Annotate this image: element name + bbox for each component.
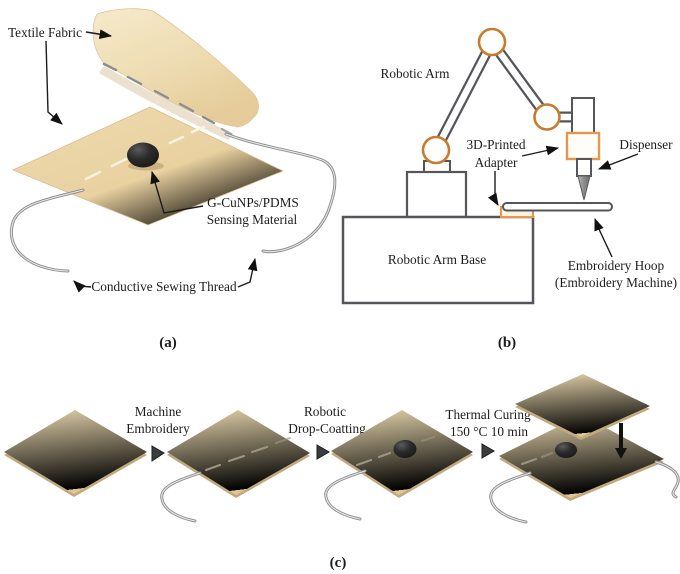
adapter-arrow-square [521, 145, 560, 157]
sensing-label-line2: Sensing Material [207, 212, 298, 227]
fold-shadow [99, 66, 234, 140]
fabric-step-1 [4, 410, 147, 497]
textile-arrow-bottom [45, 40, 63, 125]
press-down-arrow [615, 423, 627, 459]
hoop-arrow [594, 217, 613, 258]
step-arrow-2 [316, 444, 330, 460]
step1-label-line1: Machine [135, 404, 182, 419]
dispenser-needle [577, 175, 591, 201]
wrist-link [571, 97, 595, 134]
robotic-arm-base-box [341, 215, 535, 305]
joint-right [533, 103, 561, 131]
thread-label: Conductive Sewing Thread [91, 279, 237, 294]
robotic-arm-base-label: Robotic Arm Base [388, 252, 486, 267]
step3-label-line1: Thermal Curing [445, 407, 531, 422]
panel-c: Machine Embroidery Robotic Drop-Coatting [4, 374, 680, 571]
fabric-step-3 [324, 410, 473, 521]
dispenser-arrow [597, 153, 639, 170]
robot-arm-links [431, 38, 577, 153]
step3-label-line2: 150 °C 10 min [450, 424, 528, 439]
joint-top [477, 27, 507, 57]
arm-mount-box [405, 170, 468, 219]
adapter-label-line2: Adapter [475, 155, 518, 170]
textile-fabric-label: Textile Fabric [8, 25, 82, 40]
fabric-step-2 [160, 410, 310, 523]
blob-step-3 [393, 440, 417, 458]
thread-arrow-left [73, 280, 92, 293]
textile-arrow-top [85, 29, 113, 40]
step1-label-line2: Embroidery [126, 421, 190, 436]
adapter-square [565, 131, 601, 161]
adapter-label-line1: 3D-Printed [466, 137, 525, 152]
robotic-arm-label: Robotic Arm [380, 66, 450, 81]
fabric-step-4 [489, 374, 680, 524]
dispenser-body [576, 158, 592, 177]
embroidery-hoop [502, 202, 613, 212]
panel-a: Textile Fabric G-CuNPs/PDMS Sensing Mate… [8, 8, 337, 351]
conductive-thread-right [224, 132, 337, 254]
arm-joints [421, 27, 561, 165]
conductive-thread-left [10, 188, 85, 273]
step-arrow-3 [481, 443, 495, 459]
sensing-arrow [150, 170, 204, 214]
panel-c-letter: (c) [330, 555, 347, 571]
stitch-dashes-fold [102, 62, 233, 136]
step2-label-line2: Drop-Coatting [288, 421, 366, 436]
step-arrow-1 [151, 445, 165, 462]
sensing-label-line1: G-CuNPs/PDMS [207, 195, 299, 210]
panel-b-letter: (b) [498, 335, 516, 351]
joint-left [421, 135, 451, 165]
hoop-label-line1: Embroidery Hoop [568, 258, 665, 273]
adapter-arrow-hoop [487, 171, 499, 206]
sensing-material-blob [127, 142, 159, 168]
blob-step-4 [555, 442, 577, 458]
panel-b: Robotic Arm 3D-Printed Adapter Dispenser… [341, 27, 677, 351]
thread-arrow-right [237, 257, 258, 288]
step2-label-line1: Robotic [304, 404, 346, 419]
hoop-label-line2: (Embroidery Machine) [555, 275, 677, 290]
panel-a-letter: (a) [159, 335, 177, 351]
stitch-dashes-bottom [84, 125, 206, 181]
dispenser-label: Dispenser [619, 137, 673, 152]
